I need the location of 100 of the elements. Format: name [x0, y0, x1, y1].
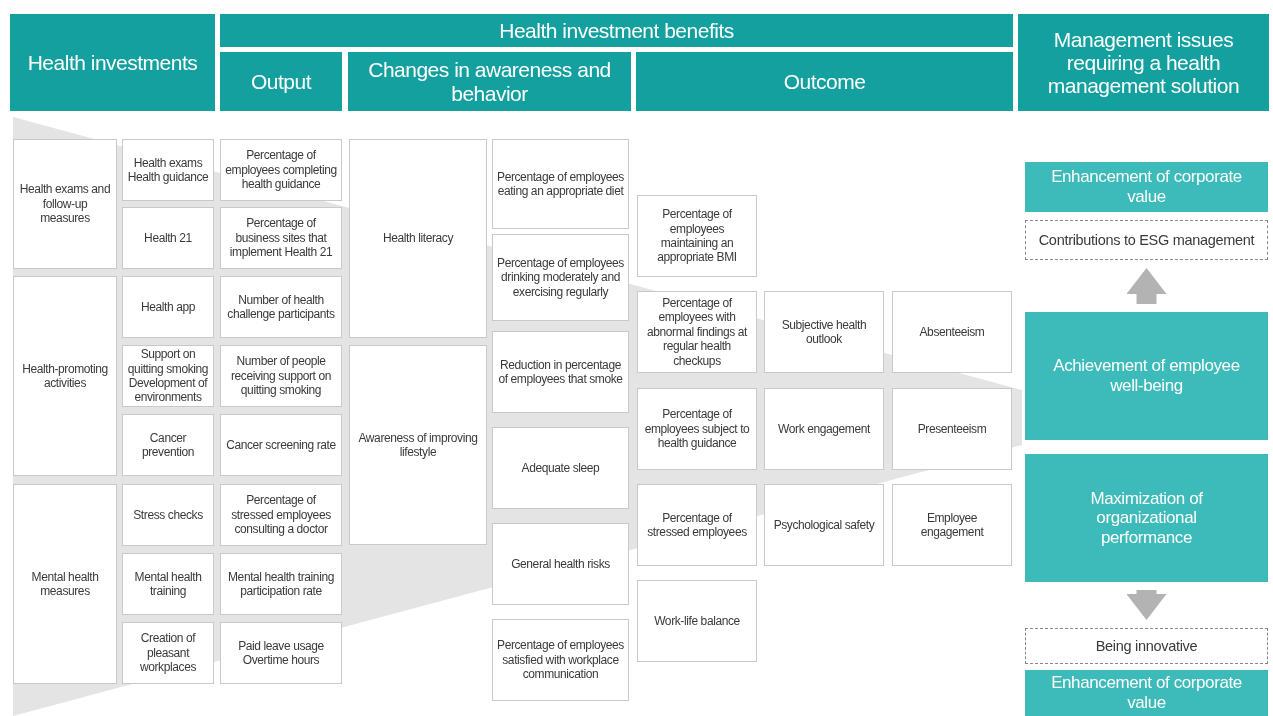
header-band: [10, 14, 215, 111]
node-text: Employee engagement: [919, 510, 985, 540]
node-text: Mental health training participation rate: [227, 569, 335, 599]
node-text: Maximization of organizational performance: [1089, 488, 1204, 548]
node-text: Output: [250, 69, 311, 94]
item-box: [764, 484, 884, 566]
item-box: [637, 195, 757, 277]
item-box: [122, 622, 214, 684]
node-text: Contributions to ESG management: [1038, 230, 1255, 250]
item-box: [892, 484, 1012, 566]
node-text: Work engagement: [778, 421, 870, 437]
item-box: [492, 331, 629, 413]
node-text: Health-promoting activities: [21, 361, 109, 391]
node-text: Percentage of employees with abnormal findings at regular health checkups: [645, 296, 749, 368]
item-box: [892, 291, 1012, 373]
item-box: [13, 139, 117, 269]
block-arrow: [1126, 268, 1167, 304]
item-box: [492, 619, 629, 701]
node-text: Development of environments: [127, 376, 209, 405]
item-box: [492, 523, 629, 605]
item-box: [637, 484, 757, 566]
node-text: Number of people receiving support on quitting smoking: [229, 354, 333, 398]
node-text: Mental health training: [133, 569, 203, 599]
node-text: Cancer prevention: [140, 430, 195, 460]
item-box: [220, 345, 342, 407]
goal-box: [1025, 454, 1268, 582]
block-arrow: [1126, 590, 1167, 620]
node-text: Health investment benefits: [499, 18, 734, 43]
node-text: General health risks: [511, 556, 610, 572]
item-box: [349, 345, 487, 545]
node-text: Health guidance: [127, 170, 209, 185]
node-text: Subjective health outlook: [780, 317, 868, 347]
node-text: Overtime hours: [242, 653, 320, 668]
item-box: [220, 484, 342, 546]
node-text: Health investments: [27, 50, 198, 75]
node-text: Enhancement of corporate value: [1050, 673, 1243, 713]
node-text: Absenteeism: [919, 324, 985, 340]
node-text: Percentage of business sites that implement Health 21: [228, 216, 334, 260]
node-text: Stress checks: [133, 507, 203, 523]
item-box: [220, 414, 342, 476]
dotted-box: [1025, 220, 1268, 260]
node-text: Health app: [140, 299, 195, 315]
node-text: Percentage of employees drinking moderately and exercising regularly: [497, 255, 624, 300]
node-text: Creation of pleasant workplaces: [139, 631, 197, 675]
node-text: Management issues requiring a health management solution: [1046, 27, 1241, 98]
item-box: [220, 139, 342, 201]
node-text: Percentage of employees maintaining an appropriate BMI: [656, 207, 738, 265]
node-text: Percentage of employees subject to health guidance: [643, 407, 751, 451]
item-box: [492, 139, 629, 229]
item-box: [220, 276, 342, 338]
node-text: Enhancement of corporate value: [1050, 167, 1243, 207]
node-text: Health exams and follow-up measures: [18, 182, 112, 226]
node-text: Health exams: [133, 155, 203, 170]
item-box: [122, 276, 214, 338]
goal-box: [1025, 162, 1268, 212]
node-text: Cancer screening rate: [226, 437, 336, 453]
dotted-box: [1025, 628, 1268, 664]
header-band: [220, 14, 1013, 47]
node-text: Paid leave usage: [238, 638, 324, 653]
node-text: Reduction in percentage of employees that smoke: [497, 357, 624, 387]
item-box: [220, 207, 342, 269]
node-text: Support on quitting smoking: [127, 347, 209, 376]
item-box: [122, 553, 214, 615]
item-box: [13, 276, 117, 476]
item-box: [764, 388, 884, 470]
header-band: [220, 52, 342, 111]
node-text: Achievement of employee well-being: [1052, 356, 1241, 396]
item-box: [349, 139, 487, 338]
header-band: [1018, 14, 1269, 111]
item-box: [892, 388, 1012, 470]
node-text: Mental health measures: [30, 569, 100, 599]
goal-box: [1025, 312, 1268, 440]
node-text: Psychological safety: [773, 517, 875, 533]
node-text: Outcome: [783, 69, 866, 94]
header-band: [636, 52, 1013, 111]
node-text: Number of health challenge participants: [226, 292, 336, 322]
node-text: Health literacy: [382, 231, 453, 246]
node-text: Changes in awareness and behavior: [367, 58, 612, 105]
item-box: [637, 388, 757, 470]
item-box: [220, 622, 342, 684]
item-box: [492, 427, 629, 509]
item-box: [122, 139, 214, 201]
item-box: [492, 234, 629, 321]
node-text: Presenteeism: [917, 421, 987, 437]
node-text: Adequate sleep: [521, 460, 600, 476]
node-text: Work-life balance: [654, 613, 740, 629]
node-text: Percentage of stressed employees: [646, 510, 748, 540]
item-box: [764, 291, 884, 373]
item-box: [122, 484, 214, 546]
item-box: [122, 345, 214, 407]
node-text: Percentage of employees completing health guidance: [225, 148, 337, 192]
node-text: Awareness of improving lifestyle: [357, 430, 479, 460]
goal-box: [1025, 670, 1268, 716]
item-box: [637, 580, 757, 662]
node-text: Percentage of employees eating an appropriate diet: [497, 169, 624, 199]
node-text: Percentage of employees satisfied with workplace communication: [497, 638, 624, 682]
node-text: Percentage of stressed employees consulting a doctor: [230, 493, 332, 537]
node-text: Health 21: [144, 230, 192, 246]
item-box: [122, 414, 214, 476]
header-band: [348, 52, 631, 111]
